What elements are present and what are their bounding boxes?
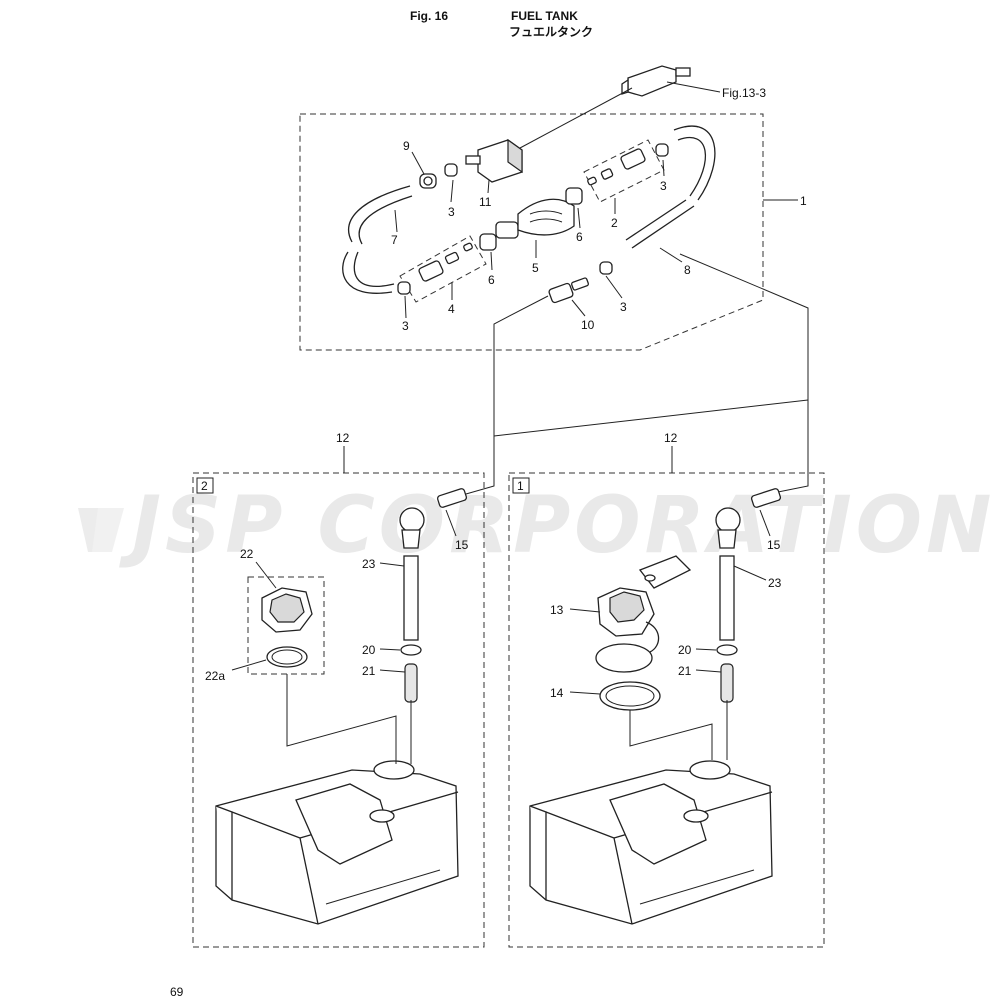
tank-variant-2: 2 12 15 23 20 21 22 22a bbox=[192, 431, 485, 948]
callout-21: 21 bbox=[678, 664, 692, 678]
callout-12: 12 bbox=[664, 431, 678, 445]
tank-variant-1-boundary bbox=[508, 472, 825, 948]
hose-8-upper bbox=[673, 125, 716, 201]
callout-4: 4 bbox=[448, 302, 455, 316]
callout-3: 3 bbox=[620, 300, 627, 314]
figure-subtitle-jp: フュエルタンク bbox=[509, 25, 593, 39]
page-number: 69 bbox=[170, 985, 184, 999]
callout-3: 3 bbox=[402, 319, 409, 333]
tank-body-right bbox=[529, 760, 773, 925]
callout-20: 20 bbox=[678, 643, 692, 657]
callout-2: 2 bbox=[611, 216, 618, 230]
callout-21: 21 bbox=[362, 664, 376, 678]
hose-8-lower bbox=[625, 199, 695, 249]
callout-12: 12 bbox=[336, 431, 350, 445]
tank-variant-1: 1 12 15 23 20 21 13 bbox=[508, 431, 825, 948]
figure-title: FUEL TANK bbox=[511, 9, 578, 23]
callout-11: 11 bbox=[479, 195, 492, 209]
watermark-text: JSP CORPORATION bbox=[119, 481, 995, 571]
callout-6: 6 bbox=[488, 273, 495, 287]
tank-variant-2-boundary bbox=[192, 472, 485, 948]
callout-7: 7 bbox=[391, 233, 398, 247]
callout-22a: 22a bbox=[205, 669, 225, 683]
callout-9: 9 bbox=[403, 139, 410, 153]
variant-box-2 bbox=[196, 477, 214, 494]
callout-23: 23 bbox=[362, 557, 376, 571]
callout-3: 3 bbox=[660, 179, 667, 193]
callout-leaders bbox=[394, 151, 798, 319]
callout-8: 8 bbox=[684, 263, 691, 277]
variant-number-2: 2 bbox=[201, 479, 208, 493]
callout-1: 1 bbox=[800, 194, 807, 208]
part-11-connector bbox=[465, 138, 523, 183]
callout-15: 15 bbox=[455, 538, 469, 552]
fuel-hose-assembly-boundary bbox=[299, 113, 764, 351]
reference-figure: Fig.13-3 bbox=[722, 86, 766, 100]
callout-14: 14 bbox=[550, 686, 564, 700]
callout-23: 23 bbox=[768, 576, 782, 590]
callout-13: 13 bbox=[550, 603, 564, 617]
callout-20: 20 bbox=[362, 643, 376, 657]
variant-box-1 bbox=[512, 477, 530, 494]
variant-number-1: 1 bbox=[517, 479, 524, 493]
connection-lines bbox=[465, 253, 809, 495]
engine-connector bbox=[621, 65, 691, 97]
tank-body-left bbox=[215, 760, 459, 925]
hose-7-lower bbox=[342, 251, 393, 294]
watermark: JSP CORPORATION bbox=[78, 481, 995, 571]
callout-5: 5 bbox=[532, 261, 539, 275]
callout-6: 6 bbox=[576, 230, 583, 244]
callout-3: 3 bbox=[448, 205, 455, 219]
callout-22: 22 bbox=[240, 547, 254, 561]
callout-15: 15 bbox=[767, 538, 781, 552]
callout-10: 10 bbox=[581, 318, 595, 332]
hose-7-upper bbox=[347, 185, 411, 243]
part-5-primer-bulb bbox=[495, 198, 575, 239]
part-13-fuel-cap bbox=[597, 587, 660, 653]
figure-number: Fig. 16 bbox=[410, 9, 448, 23]
fuel-hose-assembly-group: Fig.13-3 bbox=[299, 65, 807, 351]
small-fittings bbox=[397, 139, 669, 304]
